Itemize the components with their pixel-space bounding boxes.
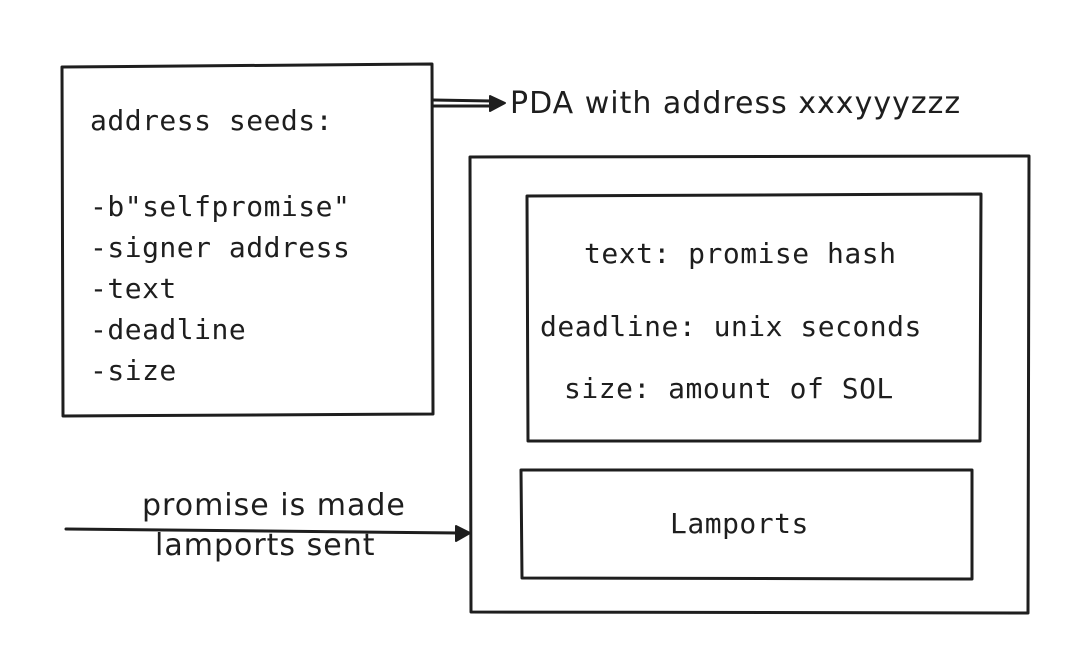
incoming-arrow-label-line2: lamports sent [155, 528, 376, 563]
seed-item: -size [90, 354, 177, 387]
pda-arrow-head [489, 95, 506, 112]
data-box-outline [525, 192, 983, 443]
pda-label: PDA with address xxxyyyzzz [510, 86, 962, 121]
lamports-box-outline [519, 468, 974, 581]
seed-item: -deadline [90, 313, 247, 346]
seeds-box-outline [60, 62, 435, 418]
pda-box-outline [468, 154, 1031, 615]
deadline-field-label: deadline: unix seconds [540, 310, 922, 343]
seed-item: -text [90, 272, 177, 305]
incoming-arrow-head [455, 525, 471, 542]
seed-item: -signer address [90, 231, 351, 264]
lamports-label: Lamports [670, 507, 809, 540]
seeds-heading: address seeds: [90, 104, 334, 137]
seeds-list: -b"selfpromise" -signer address -text -d… [90, 186, 350, 391]
incoming-arrow-line [64, 527, 462, 535]
text-field-label: text: promise hash [584, 237, 897, 270]
pda-arrow-line-top [431, 98, 494, 103]
seed-item: -b"selfpromise" [90, 190, 351, 223]
size-field-label: size: amount of SOL [564, 372, 894, 405]
incoming-arrow-label-line1: promise is made [142, 488, 406, 523]
